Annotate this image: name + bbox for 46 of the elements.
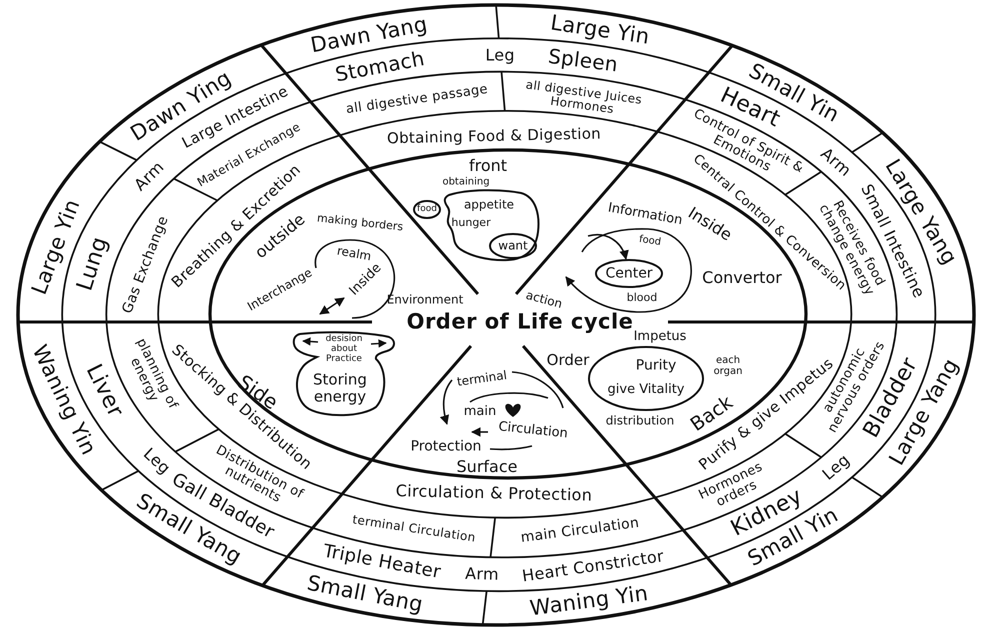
inner-label: Environment	[386, 293, 464, 307]
inner-label: realm	[336, 244, 372, 264]
bubble-text: Purity	[636, 358, 676, 374]
blob-outline	[441, 188, 541, 262]
inner-label: making borders	[316, 212, 404, 234]
inner-label: distribution	[606, 414, 674, 428]
inner-label: front	[468, 157, 508, 175]
inner-label: Information	[606, 201, 684, 229]
ring-label: Liver	[80, 360, 127, 422]
small-oval	[489, 233, 537, 259]
inner-label: main	[464, 404, 496, 420]
bubble-text: food	[417, 204, 437, 214]
inner-label: terminal	[456, 368, 508, 390]
inner-label: Impetus	[634, 330, 686, 344]
oval-bubble	[595, 259, 663, 288]
inner-label: food	[638, 234, 662, 248]
inner-label: action	[524, 288, 564, 312]
inner-label: blood	[626, 292, 658, 304]
center-title: Order of Life cycle	[406, 310, 634, 334]
inner-label: obtaining	[442, 176, 490, 188]
ring-label: main Circulation	[520, 516, 640, 546]
ring-label: Arm	[464, 564, 500, 584]
ring-label: Obtaining Food & Digestion	[386, 125, 601, 146]
bubble-text: appetite	[464, 198, 514, 212]
ring-label: Leg	[485, 46, 515, 64]
inner-label: Order	[546, 352, 590, 368]
ring-label: all digestive Juices Hormones	[524, 76, 644, 118]
bubble-text: give Vitality	[608, 382, 684, 398]
ring-label: Circulation & Protection	[395, 482, 592, 504]
bubble-text: Center	[605, 266, 653, 282]
ring-label: Lung	[74, 234, 113, 294]
inner-label: Surface	[456, 458, 518, 476]
small-oval	[413, 200, 441, 219]
ring-label: Leg	[820, 450, 854, 484]
bubble-text: Storing energy	[312, 372, 368, 404]
inner-label: each organ	[712, 355, 744, 377]
bubble-text: want	[498, 239, 528, 253]
inner-label: Convertor	[702, 269, 782, 287]
arrow	[588, 234, 628, 260]
bubble-text: hunger	[451, 216, 491, 230]
ring-label: Heart Constrictor	[521, 546, 666, 584]
inner-label: Protection	[410, 439, 482, 455]
bubble-text: desision about Practice	[324, 335, 364, 365]
inner-label: Circulation	[498, 420, 568, 442]
ring-label: Arm	[818, 144, 855, 180]
ring-label: Waning Yin	[528, 582, 650, 620]
